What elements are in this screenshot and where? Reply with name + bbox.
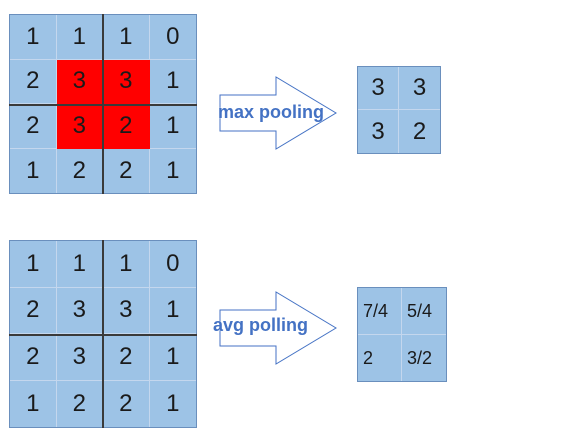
grid-cell: 2: [10, 287, 57, 334]
grid-cell: 2: [10, 334, 57, 381]
grid-cell: 7/4: [358, 288, 402, 335]
grid-cell: 3/2: [407, 347, 433, 368]
grid-cell: 1: [149, 334, 196, 381]
max-pooling-arrow: [219, 76, 337, 150]
grid-cell: 3: [358, 110, 399, 153]
grid-cell: 1: [56, 241, 103, 288]
max-input-divider-horizontal: [9, 104, 197, 106]
grid-cell: 2: [103, 334, 150, 381]
avg-input-divider-horizontal: [9, 334, 197, 336]
grid-cell: 1: [56, 15, 103, 60]
grid-cell: 2: [103, 104, 150, 149]
grid-cell: 3: [358, 67, 399, 110]
grid-cell: 2: [358, 334, 402, 381]
grid-cell: 0: [149, 15, 196, 60]
grid-cell: 1: [10, 148, 57, 193]
grid-cell: 2: [412, 117, 427, 145]
grid-cell: 1: [103, 15, 150, 60]
grid-cell: 3: [103, 287, 150, 334]
grid-cell: 1: [103, 241, 150, 288]
grid-cell: 2: [103, 148, 150, 193]
grid-cell: 0: [149, 241, 196, 288]
grid-cell: 3: [399, 67, 440, 110]
grid-cell: 1: [166, 156, 180, 184]
grid-cell: 1: [149, 288, 196, 334]
grid-cell: 1: [166, 389, 180, 417]
grid-cell: 2: [57, 148, 103, 193]
grid-cell: 2: [10, 59, 57, 104]
avg-pooling-arrow: [219, 291, 337, 365]
avg-pooling-label: avg polling: [213, 315, 309, 335]
grid-cell: 5/4: [402, 288, 446, 335]
grid-cell: 3: [103, 59, 150, 104]
grid-cell: 3: [56, 59, 103, 104]
grid-cell: 1: [10, 380, 57, 427]
grid-cell: 3: [56, 104, 103, 149]
grid-cell: 3: [56, 287, 103, 334]
grid-cell: 2: [57, 380, 103, 427]
max-pooling-label: max pooling: [218, 102, 325, 122]
grid-cell: 1: [10, 241, 57, 288]
grid-cell: 1: [149, 104, 196, 149]
grid-cell: 2: [10, 104, 57, 149]
grid-cell: 2: [103, 380, 150, 427]
grid-cell: 1: [149, 60, 196, 104]
grid-cell: 1: [10, 15, 57, 60]
grid-cell: 3: [56, 334, 103, 381]
